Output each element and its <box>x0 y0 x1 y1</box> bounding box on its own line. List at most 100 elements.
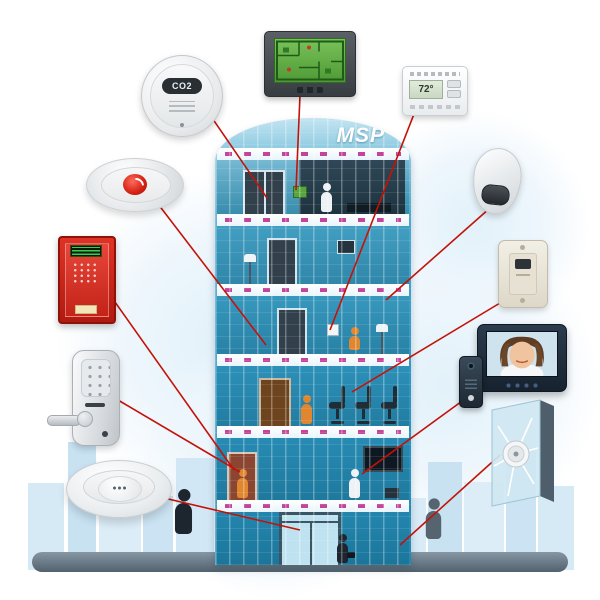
screw <box>520 298 525 303</box>
chair-pole <box>388 409 391 419</box>
msp-building: MSP <box>215 118 411 565</box>
door-station-camera <box>467 362 475 370</box>
lock-handle <box>47 415 81 426</box>
floor-slab <box>217 284 409 296</box>
chair-base <box>331 421 344 424</box>
lamp-shade <box>244 254 256 262</box>
lamp-pole <box>381 332 383 354</box>
lock-keyhole <box>102 431 108 437</box>
double-door <box>243 170 285 214</box>
fire-alarm-panel <box>58 236 116 324</box>
desk <box>347 203 391 212</box>
chair <box>329 386 347 424</box>
person-silhouette <box>301 395 312 424</box>
floorplan-graphic <box>276 40 344 81</box>
ceiling-speaker <box>66 460 172 518</box>
person-body <box>349 478 360 498</box>
person-head <box>177 489 190 502</box>
person-silhouette <box>321 183 332 212</box>
floor-4 <box>217 366 409 426</box>
door <box>277 308 307 354</box>
co2-display: CO2 <box>162 78 202 94</box>
door-station <box>459 356 483 408</box>
window-frame <box>540 400 554 502</box>
floorplan-control-panel <box>264 31 356 97</box>
person-body <box>349 336 360 350</box>
chair-pole <box>362 409 365 419</box>
floor-slab <box>217 148 409 160</box>
person-head <box>338 534 347 542</box>
person-head <box>427 498 440 510</box>
person-head <box>302 395 311 403</box>
chair-seat <box>381 402 397 409</box>
motion-sensor-window <box>480 183 511 207</box>
intercom-buttons <box>504 383 540 388</box>
lock-display-slot <box>85 403 105 407</box>
building-name-label: MSP <box>336 124 385 147</box>
side-table <box>385 488 399 498</box>
smoke-detector <box>86 158 184 212</box>
person-silhouette <box>337 534 355 563</box>
panel-screen <box>274 38 346 83</box>
fire-panel-display <box>70 245 102 257</box>
chair-base <box>383 421 396 424</box>
floor-lamp <box>243 254 257 284</box>
person-body <box>321 192 332 212</box>
floor-slab <box>217 500 409 512</box>
thermostat-button <box>447 80 461 88</box>
smoke-detector-center <box>123 174 147 195</box>
intercom-screen-image <box>487 332 557 376</box>
person-head <box>322 183 331 191</box>
chair <box>381 386 399 424</box>
person-silhouette <box>349 469 360 498</box>
floor-slab <box>217 426 409 438</box>
floor-lamp <box>375 324 389 354</box>
open-door <box>259 378 291 426</box>
door-station-call-button <box>468 395 474 401</box>
person-head <box>238 469 247 477</box>
wall-tv <box>363 446 403 472</box>
lamp-pole <box>249 262 251 284</box>
lock-handle-pivot <box>77 411 93 427</box>
wall-sensor-lens <box>515 259 531 269</box>
chair-seat <box>355 402 371 409</box>
entrance-door <box>279 512 341 565</box>
chair-back <box>341 386 345 404</box>
wall-sensor-line <box>516 274 530 276</box>
glass-break-sensor-center <box>513 451 519 457</box>
thermostat-bottom-buttons <box>410 105 460 109</box>
door-keypad-lock <box>47 350 120 446</box>
person-body <box>337 543 348 563</box>
person-silhouette <box>349 327 360 350</box>
floor-5 <box>217 438 409 500</box>
person-head <box>350 469 359 477</box>
co2-led <box>180 123 184 127</box>
thermostat-button <box>447 90 461 98</box>
lamp-shade <box>376 324 388 332</box>
wall-frame <box>337 240 355 254</box>
broken-window <box>484 396 562 508</box>
wall-control-panel <box>293 186 307 198</box>
thermostat-top-text <box>410 72 460 76</box>
floor-3 <box>217 296 409 354</box>
floor-slab <box>217 214 409 226</box>
floor-2 <box>217 226 409 284</box>
person-silhouette <box>237 469 248 498</box>
intercom-screen <box>486 331 558 377</box>
chair-base <box>357 421 370 424</box>
person-body <box>174 503 193 534</box>
wall-sensor-inner <box>509 253 537 295</box>
person-head <box>350 327 359 335</box>
person-silhouette <box>425 498 442 539</box>
person-body <box>237 478 248 498</box>
door-station-speaker-grill <box>465 377 477 389</box>
co2-vents <box>169 101 195 112</box>
co2-detector: CO2 <box>141 55 223 137</box>
screw <box>520 245 525 250</box>
person-body <box>301 404 312 424</box>
chair-seat <box>329 402 345 409</box>
chair-pole <box>336 409 339 419</box>
fire-panel-label <box>75 305 97 314</box>
person-body <box>425 511 442 539</box>
